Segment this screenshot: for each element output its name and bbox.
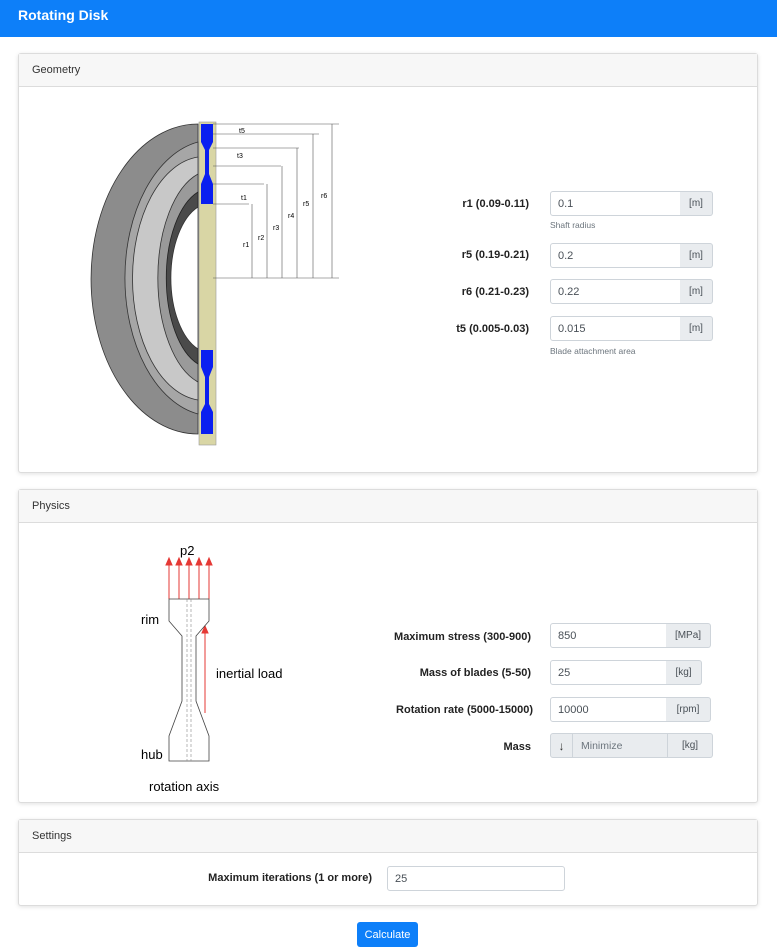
dim-label-r3: r3 <box>273 225 279 232</box>
dim-label-r4: r4 <box>288 213 294 220</box>
r6-input[interactable] <box>550 279 681 304</box>
settings-card: Settings Maximum iterations (1 or more) <box>18 819 758 906</box>
r5-unit: [m] <box>680 243 713 268</box>
physics-header: Physics <box>19 490 757 523</box>
dim-label-t5: t5 <box>239 128 245 135</box>
field-label-max-stress: Maximum stress (300-900) <box>394 631 531 643</box>
mass-objective[interactable]: Minimize <box>573 733 668 758</box>
geometry-diagram: t5 t3 t1 r1 r2 r3 r4 r5 r6 <box>90 121 339 446</box>
top-bar: Rotating Disk <box>0 0 777 37</box>
settings-header: Settings <box>19 820 757 853</box>
max-stress-input[interactable] <box>550 623 667 648</box>
r5-input[interactable] <box>550 243 681 268</box>
dim-label-r1: r1 <box>243 242 249 249</box>
field-label-r6: r6 (0.21-0.23) <box>461 286 529 298</box>
t5-input[interactable] <box>550 316 681 341</box>
rotation-rate-unit: [rpm] <box>666 697 711 722</box>
mass-blades-input[interactable] <box>550 660 667 685</box>
mass-unit: [kg] <box>668 733 713 758</box>
app-title: Rotating Disk <box>18 7 109 23</box>
label-inertial-load: inertial load <box>216 666 283 681</box>
max-iterations-input[interactable] <box>387 866 565 891</box>
field-label-t5: t5 (0.005-0.03) <box>456 323 529 335</box>
label-hub: hub <box>141 747 163 762</box>
minimize-arrow-icon[interactable]: ↓ <box>550 733 573 758</box>
geometry-card: Geometry <box>18 53 758 473</box>
label-p2: p2 <box>180 543 194 558</box>
r6-unit: [m] <box>680 279 713 304</box>
dim-label-t3: t3 <box>237 153 243 160</box>
dim-label-t1: t1 <box>241 195 247 202</box>
label-rotation-axis: rotation axis <box>149 779 220 791</box>
t5-help: Blade attachment area <box>550 346 636 356</box>
field-label-r5: r5 (0.19-0.21) <box>461 249 529 261</box>
r1-input[interactable] <box>550 191 681 216</box>
mass-blades-unit: [kg] <box>666 660 702 685</box>
field-label-r1: r1 (0.09-0.11) <box>462 198 529 210</box>
dim-label-r6: r6 <box>321 193 327 200</box>
geometry-header: Geometry <box>19 54 757 87</box>
max-stress-unit: [MPa] <box>666 623 711 648</box>
dim-label-r5: r5 <box>303 201 309 208</box>
r1-help: Shaft radius <box>550 220 596 230</box>
rotation-rate-input[interactable] <box>550 697 667 722</box>
field-label-max-iterations: Maximum iterations (1 or more) <box>208 872 372 884</box>
field-label-mass: Mass <box>503 741 531 753</box>
r1-unit: [m] <box>680 191 713 216</box>
physics-diagram: p2 rim inertial load hub rotation axis <box>141 543 283 791</box>
field-label-rotation-rate: Rotation rate (5000-15000) <box>396 704 533 716</box>
physics-card: Physics p2 rim inertial load hub rotatio… <box>18 489 758 803</box>
label-rim: rim <box>141 612 159 627</box>
dim-label-r2: r2 <box>258 235 264 242</box>
t5-unit: [m] <box>680 316 713 341</box>
field-label-mass-blades: Mass of blades (5-50) <box>419 667 531 679</box>
calculate-button[interactable]: Calculate <box>357 922 418 947</box>
